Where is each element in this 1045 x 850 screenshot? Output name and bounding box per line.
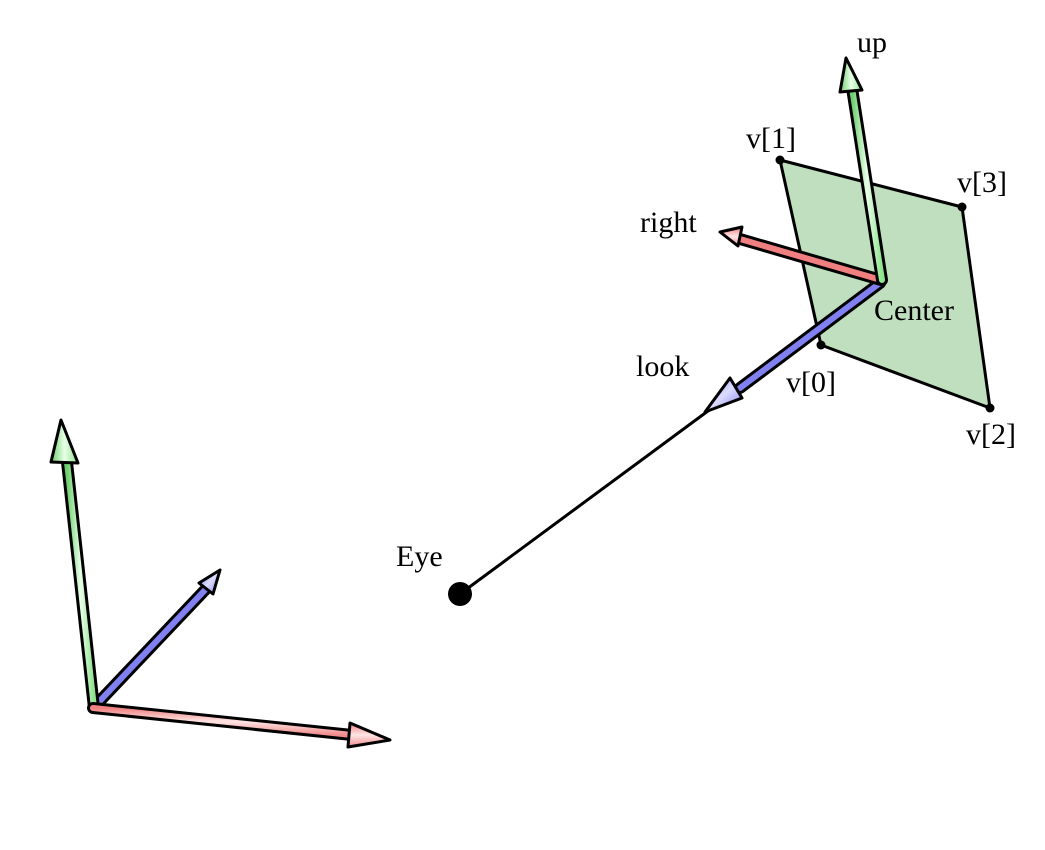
world-z-axis bbox=[90, 568, 222, 711]
label-v0: v[0] bbox=[786, 366, 836, 399]
label-look: look bbox=[636, 350, 689, 383]
right-arrowhead bbox=[718, 225, 744, 248]
look-arrowhead bbox=[703, 376, 744, 414]
right-vector bbox=[718, 225, 887, 286]
vertex-v1-dot bbox=[775, 155, 785, 165]
world-z-arrowhead bbox=[197, 568, 222, 596]
label-v3: v[3] bbox=[957, 166, 1007, 199]
world-y-arrowhead bbox=[49, 418, 80, 465]
up-vector bbox=[838, 56, 888, 286]
eye-look-line bbox=[459, 406, 713, 596]
vertex-v2-dot bbox=[985, 403, 995, 413]
vertex-v3-dot bbox=[957, 202, 967, 212]
label-up: up bbox=[857, 26, 887, 59]
world-x-axis bbox=[87, 702, 392, 749]
up-arrowhead bbox=[838, 56, 864, 94]
label-v2: v[2] bbox=[966, 418, 1016, 451]
look-vector bbox=[703, 277, 886, 414]
label-eye: Eye bbox=[396, 540, 443, 573]
vertex-v0-dot bbox=[816, 340, 826, 350]
label-center: Center bbox=[874, 294, 954, 327]
world-x-arrowhead bbox=[346, 721, 392, 749]
world-axes bbox=[49, 418, 392, 749]
eye-point bbox=[448, 582, 472, 606]
label-v1: v[1] bbox=[746, 122, 796, 155]
world-y-axis bbox=[49, 418, 100, 714]
label-right: right bbox=[640, 206, 697, 239]
